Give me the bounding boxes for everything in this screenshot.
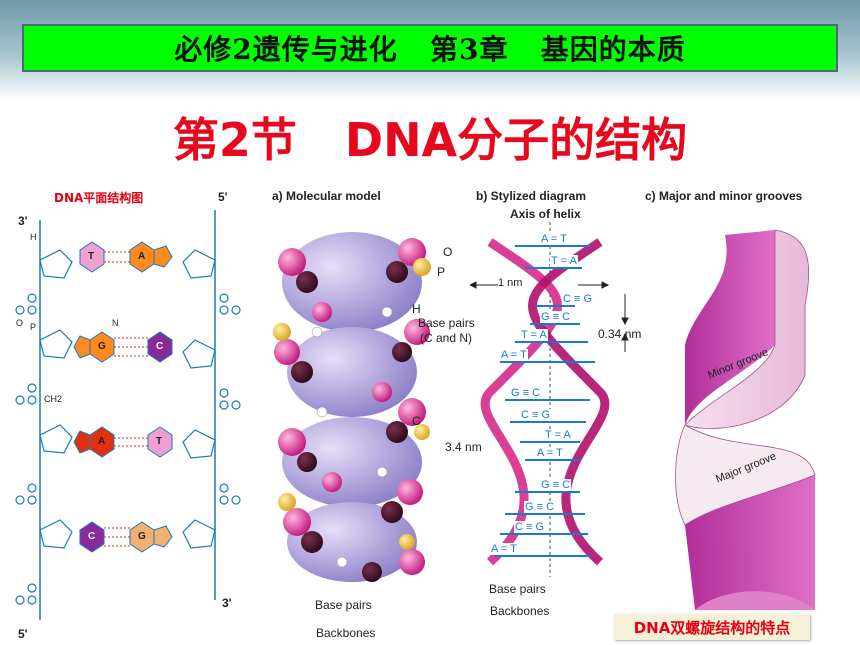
stylized-helix-diagram — [470, 222, 629, 577]
atom-o-label: O — [16, 318, 24, 328]
panel-c-title: c) Major and minor grooves — [645, 189, 803, 203]
helix-pair-label: C ≡ G — [562, 293, 594, 305]
helix-pair-label: G ≡ C — [510, 387, 542, 399]
panel-a-h-label: H — [412, 302, 421, 316]
prime3-top-label: 3' — [18, 214, 28, 228]
base-g-label: G — [98, 341, 106, 352]
prime5-bottom-label: 5' — [18, 627, 28, 641]
panel-a-p-label: P — [437, 265, 446, 279]
helix-features-caption: DNA双螺旋结构的特点 — [614, 614, 810, 640]
molecular-model-illustration — [273, 232, 431, 582]
helix-pair-label: A = T — [490, 543, 518, 555]
helix-pair-label: T = A — [520, 329, 548, 341]
base-t-label: T — [88, 251, 95, 262]
base-ring-t — [79, 241, 105, 273]
atom-h-label: H — [30, 232, 37, 242]
panel-a-base-pairs-label: Base pairs — [418, 316, 475, 330]
panel-a-c-label: C — [412, 414, 421, 428]
prime3-bottom-label: 3' — [222, 596, 232, 610]
base-a2-label: A — [98, 436, 106, 447]
panel-a-cn-label: (C and N) — [420, 331, 473, 345]
atom-ch2-label: CH2 — [44, 394, 63, 404]
base-c2-label: C — [88, 531, 96, 542]
helix-pair-label: A = T — [536, 447, 564, 459]
base-a-label: A — [138, 251, 146, 262]
panel-a-title: a) Molecular model — [272, 189, 381, 203]
planar-dna-diagram — [15, 210, 241, 620]
base-ring-t2 — [147, 426, 173, 458]
panel-a-base-pairs-bottom: Base pairs — [315, 598, 372, 612]
base-ring-c2 — [79, 521, 105, 553]
helix-pair-label: A = T — [500, 349, 528, 361]
chapter-header: 必修2遗传与进化 第3章 基因的本质 — [22, 24, 838, 72]
base-g2-label: G — [138, 531, 146, 542]
groove-helix-illustration — [675, 229, 816, 610]
planar-structure-label: DNA平面结构图 — [54, 191, 144, 205]
one-nm-label: 1 nm — [498, 277, 523, 289]
base-t2-label: T — [156, 436, 163, 447]
section-title: 第2节 DNA分子的结构 — [172, 113, 688, 167]
nm034-label: 0.34 nm — [598, 327, 642, 341]
panel-a-o-label: O — [443, 245, 453, 259]
helix-pair-label: G ≡ C — [524, 501, 556, 513]
panel-b-backbones-label: Backbones — [490, 604, 550, 618]
atom-n-label: N — [112, 318, 119, 328]
panel-b-base-pairs-label: Base pairs — [489, 582, 546, 596]
helix-pair-label: C ≡ G — [520, 409, 552, 421]
base-c-label: C — [156, 341, 164, 352]
atom-p-label: P — [30, 322, 37, 332]
helix-pair-label: T = A — [544, 429, 572, 441]
base-ring-c1 — [147, 331, 173, 363]
prime5-top-label: 5' — [218, 190, 228, 204]
helix-pair-label: G ≡ C — [540, 479, 572, 491]
panel-b-title: b) Stylized diagram — [476, 189, 587, 203]
helix-pair-label: C ≡ G — [514, 521, 546, 533]
panel-b-axis-label: Axis of helix — [510, 207, 581, 221]
panel-a-backbones-label: Backbones — [316, 626, 376, 640]
helix-pair-label: A = T — [540, 233, 568, 245]
helix-pair-label: T = A — [550, 255, 578, 267]
nm34-label: 3.4 nm — [445, 440, 482, 454]
helix-pair-label: G ≡ C — [540, 311, 572, 323]
